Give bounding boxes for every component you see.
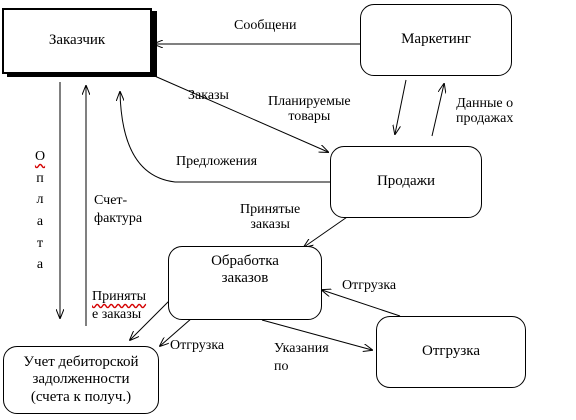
arrow-planned-goods	[395, 79, 407, 134]
label-planned-goods-line-2: товары	[288, 109, 331, 125]
label-instructions-line-1: Указания	[274, 341, 329, 356]
arrow-orders	[149, 73, 328, 152]
label-orders: Заказы	[188, 88, 229, 103]
label-accepted-orders-line-1: Принятые	[240, 202, 301, 217]
label-payment-letter-5: т	[36, 235, 44, 251]
arrow-accepted-orders-2	[130, 299, 171, 340]
node-marketing: Маркетинг	[360, 4, 512, 76]
label-shipment-to-ar: Отгрузка	[170, 338, 225, 353]
arrow-accepted-orders	[304, 214, 351, 247]
node-customer-label: Заказчик	[48, 32, 106, 49]
node-receivables-label: Учет дебиторской задолженности (счета к …	[23, 354, 138, 406]
label-accepted-orders-2: Приняты е заказы	[92, 288, 146, 323]
node-receivables-line-1: Учет дебиторской	[23, 354, 139, 371]
label-sales-data-line-1: Данные о	[456, 96, 514, 111]
node-order-processing-line-1: Обработка	[211, 253, 279, 269]
label-invoice-line-2: фактура	[94, 210, 143, 226]
node-marketing-label: Маркетинг	[401, 31, 471, 48]
label-accepted-orders-2-line-2: е заказы	[92, 306, 142, 322]
node-order-processing-line-2: заказов	[221, 270, 269, 287]
label-accepted-orders: Принятые заказы	[240, 202, 300, 233]
label-sales-data-line-2: продажах	[456, 111, 514, 127]
label-proposals: Предложения	[176, 154, 258, 169]
node-receivables-line-2: задолженности	[32, 371, 130, 388]
label-payment: О п л а т а	[32, 146, 48, 276]
node-shipping-label: Отгрузка	[422, 343, 480, 360]
label-accepted-orders-2-line-1: Приняты	[92, 289, 147, 304]
node-order-processing-label: Обработка заказов	[211, 253, 279, 288]
arrow-proposals	[120, 92, 330, 183]
label-sales-data: Данные о продажах	[456, 96, 513, 127]
node-shipping: Отгрузка	[376, 316, 526, 388]
label-payment-letter-6: а	[36, 257, 44, 273]
label-messages: Сообщени	[234, 18, 297, 33]
arrow-shipment-back	[322, 290, 401, 317]
node-receivables-line-3: (счета к получ.)	[30, 388, 132, 405]
label-planned-goods: Планируемые товары	[268, 94, 351, 125]
arrow-instructions	[261, 319, 372, 350]
label-instructions-line-2: по	[274, 358, 289, 374]
arrow-sales-data	[431, 84, 444, 137]
label-instructions: Указания по	[274, 340, 329, 375]
label-payment-letter-1: О	[34, 149, 46, 164]
node-order-processing: Обработка заказов	[168, 246, 322, 320]
arrow-shipment-to-ar	[160, 317, 193, 346]
node-sales: Продажи	[330, 146, 482, 218]
label-accepted-orders-line-2: заказы	[250, 217, 290, 233]
label-payment-letter-3: л	[36, 192, 44, 208]
label-planned-goods-line-1: Планируемые	[268, 94, 351, 109]
label-payment-letter-2: п	[36, 170, 44, 186]
label-invoice: Счет- фактура	[94, 192, 142, 227]
label-invoice-line-1: Счет-	[94, 193, 128, 208]
label-shipment-back: Отгрузка	[342, 278, 397, 293]
node-receivables: Учет дебиторской задолженности (счета к …	[3, 346, 159, 414]
node-customer: Заказчик	[2, 8, 152, 74]
label-payment-letter-4: а	[36, 214, 44, 230]
node-sales-label: Продажи	[376, 173, 436, 190]
